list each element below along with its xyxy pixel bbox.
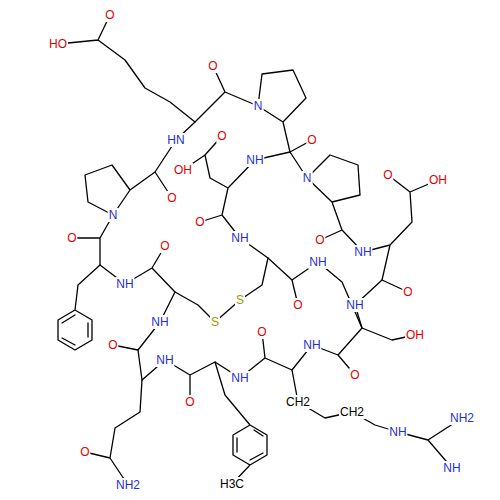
backbone-bonds (113, 280, 415, 402)
atom-label: O (216, 129, 227, 143)
atom-label: O (207, 59, 218, 73)
atom-label: O (306, 133, 317, 147)
atom-label: NH (155, 353, 174, 367)
glutamate-bonds (58, 15, 258, 122)
atom-label: NH (150, 315, 169, 329)
atom-label: NH (308, 255, 327, 269)
phenyl-bonds (58, 265, 100, 350)
atom-label: OH (428, 173, 448, 187)
atom-label: H3C (219, 477, 245, 491)
atom-label: O (292, 298, 303, 312)
atom-label: OH (405, 328, 425, 342)
atom-label: NH (388, 425, 407, 439)
atom-label: NH (115, 277, 134, 291)
atom-label: OH (173, 163, 193, 177)
atom-label: O (107, 338, 118, 352)
atom-label: O (349, 368, 360, 382)
atom-label: HN (166, 133, 185, 147)
atom-label: HO (48, 37, 68, 51)
atom-label: N (302, 171, 313, 185)
atom-label: CH2 (285, 395, 311, 409)
atom-label: NH (230, 231, 249, 245)
atom-label: NH (302, 338, 321, 352)
atom-label: NH2 (449, 411, 475, 425)
atom-label: O (382, 168, 393, 182)
atom-label: CH2 (339, 405, 365, 419)
atom-label: O (66, 231, 77, 245)
atom-label: NH (245, 153, 264, 167)
atom-label: NH (230, 371, 249, 385)
atom-label: O (104, 8, 115, 22)
atom-label: S (210, 315, 220, 329)
proline-ring-bonds (85, 122, 195, 215)
atom-label: O (79, 445, 90, 459)
atom-label: O (256, 325, 267, 339)
atom-label: O (194, 215, 205, 229)
atom-label: O (314, 233, 325, 247)
atom-label: NH (442, 461, 461, 475)
atom-label: O (159, 239, 170, 253)
glutamine-bonds (85, 380, 142, 485)
atom-label: N (253, 99, 264, 113)
proline-ring-bonds (307, 155, 438, 292)
atom-label: S (235, 293, 245, 307)
atom-label: O (184, 395, 195, 409)
atom-label: NH (353, 245, 372, 259)
atom-label: O (166, 191, 177, 205)
tolyl-bonds (215, 362, 267, 484)
atom-label: O (402, 285, 413, 299)
atom-label: NH (345, 298, 364, 312)
arginine-bonds (292, 370, 462, 468)
atom-label: N (108, 208, 119, 222)
atom-label: NH2 (115, 478, 141, 492)
